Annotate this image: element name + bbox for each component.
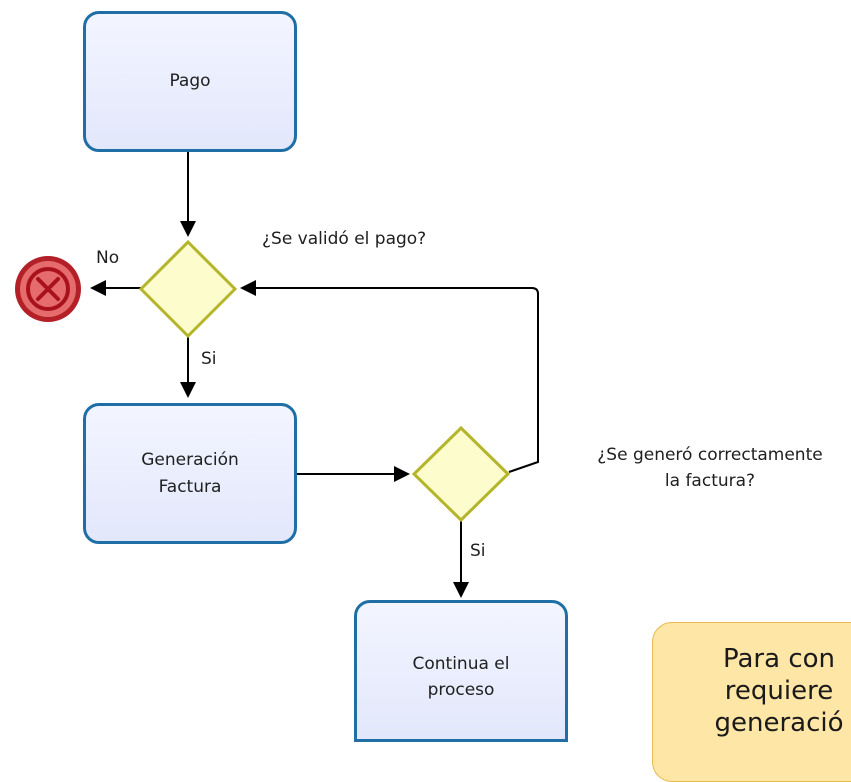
end-event-error-icon[interactable]: [15, 256, 81, 322]
task-continue-process-label: Continua el proceso: [412, 653, 510, 700]
gateway-invoice-yes-label: Si: [470, 541, 486, 561]
connector-invoice-retry-loop: [240, 280, 539, 473]
gateway-invoice-generated[interactable]: [411, 425, 511, 523]
task-payment[interactable]: Pago: [83, 11, 297, 152]
gateway-payment-validated[interactable]: [138, 239, 238, 339]
process-diagram: Pago Generación Factura Continua el proc…: [15, 11, 851, 782]
gateway-payment-yes-label: Si: [201, 349, 217, 369]
task-invoice-generation-label: Generación Factura: [141, 450, 239, 497]
diagram-connectors-layer: [15, 152, 539, 598]
gateway-invoice-question: ¿Se generó correctamente la factura?: [597, 445, 823, 492]
task-invoice-generation[interactable]: Generación Factura: [83, 403, 297, 544]
gateway-payment-question: ¿Se validó el pago?: [262, 229, 427, 249]
task-payment-label: Pago: [169, 71, 211, 92]
task-continue-process[interactable]: Continua el proceso: [354, 600, 568, 742]
gateway-payment-no-label: No: [96, 248, 120, 268]
annotation-note: Para con requiere generació: [652, 622, 851, 782]
